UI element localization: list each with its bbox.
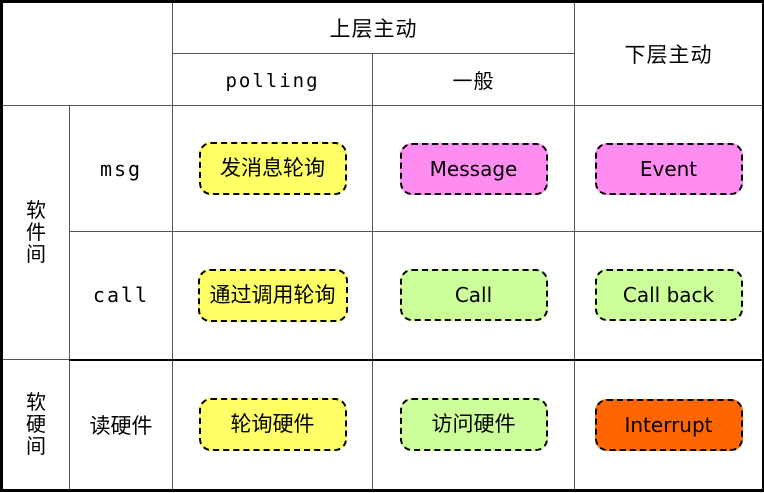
header-col-general-label: 一般 <box>452 69 495 93</box>
node-event[interactable]: Event <box>594 142 743 195</box>
node-poll-via-call[interactable]: 通过调用轮询 <box>197 268 348 322</box>
group-label-char: 间 <box>26 242 46 267</box>
header-col-polling-label: polling <box>225 69 320 92</box>
row-label-read-hardware: 读硬件 <box>69 359 173 490</box>
corner-cell <box>2 2 173 106</box>
cell-msg-general: Message <box>372 105 575 232</box>
header-col-polling: polling <box>172 53 373 106</box>
cell-hw-lower-active: Interrupt <box>574 359 763 490</box>
cell-call-general: Call <box>372 231 575 361</box>
cell-msg-lower-active: Event <box>574 105 763 232</box>
header-col-general: 一般 <box>372 53 575 106</box>
node-send-message-poll[interactable]: 发消息轮询 <box>198 141 347 196</box>
cell-call-lower-active: Call back <box>574 231 763 361</box>
table-row: 软 硬 间 读硬件 轮询硬件 访问硬件 Interrupt <box>2 359 763 490</box>
cell-call-polling: 通过调用轮询 <box>172 231 373 361</box>
group-label-text: 软 件 间 <box>26 197 46 267</box>
table-row: 软 件 间 msg 发消息轮询 Message Event <box>2 105 763 360</box>
row-label-text: 读硬件 <box>89 413 153 438</box>
node-call-back[interactable]: Call back <box>594 269 743 322</box>
group-label-text: 软 硬 间 <box>26 389 46 459</box>
cell-msg-polling: 发消息轮询 <box>172 105 373 232</box>
header-group-lower-active: 下层主动 <box>574 2 763 106</box>
node-message[interactable]: Message <box>399 142 548 195</box>
cell-hw-polling: 轮询硬件 <box>172 359 373 490</box>
row-label-text: msg <box>99 156 143 181</box>
row-label-text: call <box>92 283 150 308</box>
cell-hw-general: 访问硬件 <box>372 359 575 490</box>
group-label-char: 间 <box>26 434 46 459</box>
node-access-hardware[interactable]: 访问硬件 <box>399 398 548 452</box>
node-interrupt[interactable]: Interrupt <box>594 398 743 451</box>
group-label-char: 件 <box>26 220 46 244</box>
group-label-char: 软 <box>26 197 46 222</box>
node-call[interactable]: Call <box>399 269 548 322</box>
group-label-software-to-software: 软 件 间 <box>2 105 70 360</box>
row-label-msg: msg <box>69 105 173 232</box>
row-label-call: call <box>69 231 173 361</box>
node-poll-hardware[interactable]: 轮询硬件 <box>198 398 347 452</box>
header-group-upper-active: 上层主动 <box>172 2 575 54</box>
table-row: call 通过调用轮询 Call Call back <box>3 231 763 361</box>
header-row-top: 上层主动 下层主动 <box>2 2 763 106</box>
group-label-char: 硬 <box>26 412 46 436</box>
header-row-sub: polling 一般 <box>3 53 763 106</box>
group-label-char: 软 <box>26 389 46 414</box>
group-label-software-to-hardware: 软 硬 间 <box>2 359 70 490</box>
